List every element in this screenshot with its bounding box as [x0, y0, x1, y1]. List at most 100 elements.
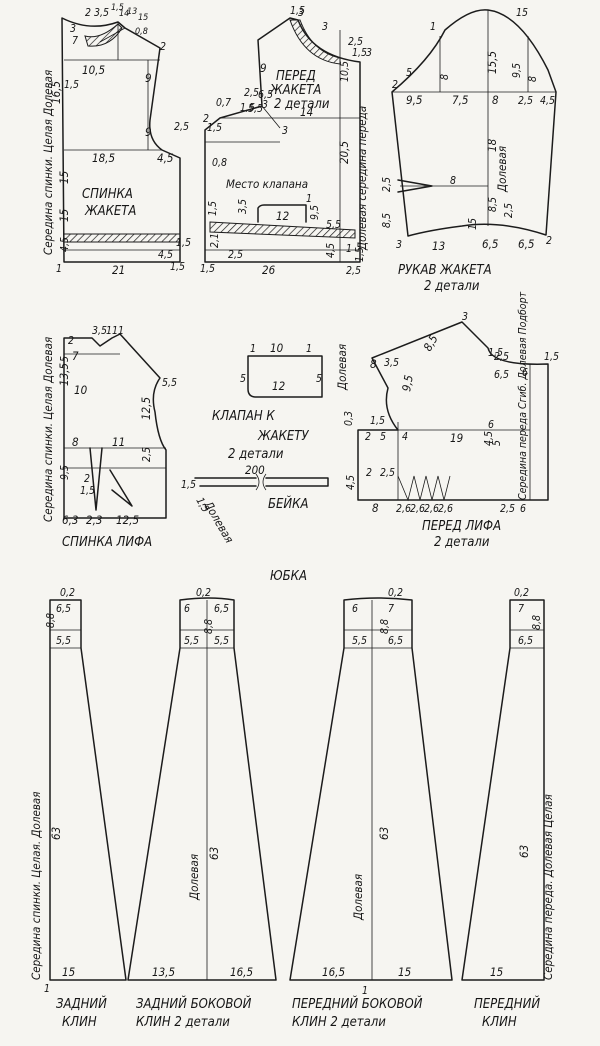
measure: 15: [398, 965, 412, 979]
measure: 1,5: [544, 351, 559, 363]
pocket-flap-location: Место клапана: [226, 177, 308, 191]
measure: 6: [184, 603, 190, 615]
measure: 0,7: [216, 97, 231, 109]
measure: 2,6: [410, 503, 425, 515]
piece-title: ПЕРЕДНИЙ: [474, 996, 540, 1012]
grainline-label: Середина спинки. Целая. Долевая: [29, 792, 43, 981]
measure: 8: [527, 76, 539, 82]
measure: 63: [49, 827, 63, 840]
measure: 18,5: [92, 151, 115, 165]
piece-title: ПЕРЕД: [276, 69, 316, 84]
measure: 2,5: [380, 467, 395, 479]
measure: 7: [388, 603, 394, 615]
measure: 2,5: [141, 447, 153, 462]
measure: 8: [370, 357, 377, 371]
back-jacket-piece: 2 3,5 1,5 14 13 15 0,8 3 7 10,5 2 1,5 9 …: [41, 3, 191, 277]
grainline-label: Долевая: [351, 874, 365, 921]
piece-title: КЛИН 2 детали: [292, 1015, 386, 1030]
measure: 2,3: [86, 513, 102, 527]
measure: 2: [68, 335, 74, 347]
measure: 5,5: [184, 635, 199, 647]
measure: 4,5: [345, 475, 357, 490]
measure: 0,8: [135, 27, 148, 37]
measure: 1,5: [370, 415, 385, 427]
measure: 3: [70, 23, 76, 35]
measure: 12: [272, 379, 285, 393]
measure: 2,6: [424, 503, 439, 515]
measure: 6,5: [56, 603, 71, 615]
measure: 6,5: [258, 89, 273, 101]
measure: 26: [262, 263, 276, 277]
measure: 1,5: [181, 479, 196, 491]
piece-title: БЕЙКА: [268, 496, 308, 512]
piece-title: СПИНКА: [82, 187, 133, 202]
skirt-back-panel: 0,2 6,5 8,8 5,5 63 15 1 Середина спинки.…: [29, 587, 127, 1030]
measure: 2,1: [209, 233, 221, 248]
measure: 5: [316, 373, 322, 385]
measure: 63: [517, 845, 531, 858]
measure: 7: [72, 35, 78, 47]
measure: 8,5: [487, 197, 499, 212]
measure: 15: [490, 965, 504, 979]
measure: 63: [207, 847, 221, 860]
measure: 2,5: [346, 265, 361, 277]
piece-title: КЛИН: [62, 1015, 97, 1030]
measure: 6: [520, 503, 526, 515]
grainline-label: Долевая: [495, 146, 509, 193]
measure: 9,5: [309, 205, 321, 220]
piece-title: КЛАПАН К: [212, 409, 275, 424]
measure: 6,5: [388, 635, 403, 647]
measure: 8,5: [420, 332, 441, 354]
measure: 1,5: [176, 237, 191, 249]
measure: 3: [396, 239, 402, 251]
skirt-heading: ЮБКА: [270, 569, 307, 584]
measure: 3,5: [237, 199, 249, 214]
piece-title: ЖАКЕТУ: [257, 429, 309, 444]
measure: 8,8: [203, 619, 215, 634]
back-bodice-piece: 3,5 11 1 2 5 13,5 7 10 5,5 12,5 8 11 2,5…: [41, 325, 177, 550]
measure: 4,5: [59, 237, 71, 252]
measure: 2,6: [438, 503, 453, 515]
measure: 2,5: [174, 121, 189, 133]
measure: 2,5: [500, 503, 515, 515]
measure: 5: [59, 356, 71, 362]
grainline-label: Долевая: [201, 498, 237, 546]
measure: 200: [245, 463, 265, 477]
measure: 5,5: [326, 219, 341, 231]
piece-title: 2 детали: [434, 535, 490, 550]
measure: 3: [282, 125, 288, 137]
pocket-flap-piece: 1 10 1 5 12 5 Долевая КЛАПАН К ЖАКЕТУ 2 …: [212, 341, 349, 462]
measure: 0,2: [514, 587, 529, 599]
measure: 2,5: [494, 351, 509, 363]
measure: 1,5: [207, 201, 219, 216]
piece-title: ПЕРЕД ЛИФА: [422, 519, 501, 534]
measure: 2: [203, 113, 209, 125]
measure: 10: [74, 383, 88, 397]
measure: 1,5: [200, 263, 215, 275]
measure: 5: [380, 431, 386, 443]
measure: 3: [262, 99, 268, 111]
measure: 2: [84, 473, 90, 485]
measure: 4,5: [325, 243, 337, 258]
measure: 8: [450, 175, 456, 187]
measure: 1: [250, 343, 256, 355]
measure: 16,5: [49, 81, 63, 104]
measure: 3: [322, 21, 328, 33]
measure: 15: [516, 7, 528, 19]
measure: 1: [306, 193, 312, 205]
piece-title: КЛИН 2 детали: [136, 1015, 230, 1030]
measure: 8,8: [531, 615, 543, 630]
measure: 0,2: [60, 587, 75, 599]
measure: 9: [145, 125, 152, 139]
measure: 2,5: [381, 177, 393, 192]
measure: 8,5: [381, 213, 393, 228]
measure: 15: [62, 965, 76, 979]
measure: 1: [306, 343, 312, 355]
measure: 3,5: [94, 7, 109, 19]
measure: 15: [467, 218, 479, 230]
measure: 19: [450, 431, 463, 445]
measure: 8: [72, 435, 79, 449]
skirt-back-side-panel: 0,2 6 6,5 8,8 5,5 5,5 63 13,5 16,5 Долев…: [127, 587, 277, 1030]
grainline-label: Долевая: [187, 854, 201, 901]
measure: 1: [430, 21, 436, 33]
